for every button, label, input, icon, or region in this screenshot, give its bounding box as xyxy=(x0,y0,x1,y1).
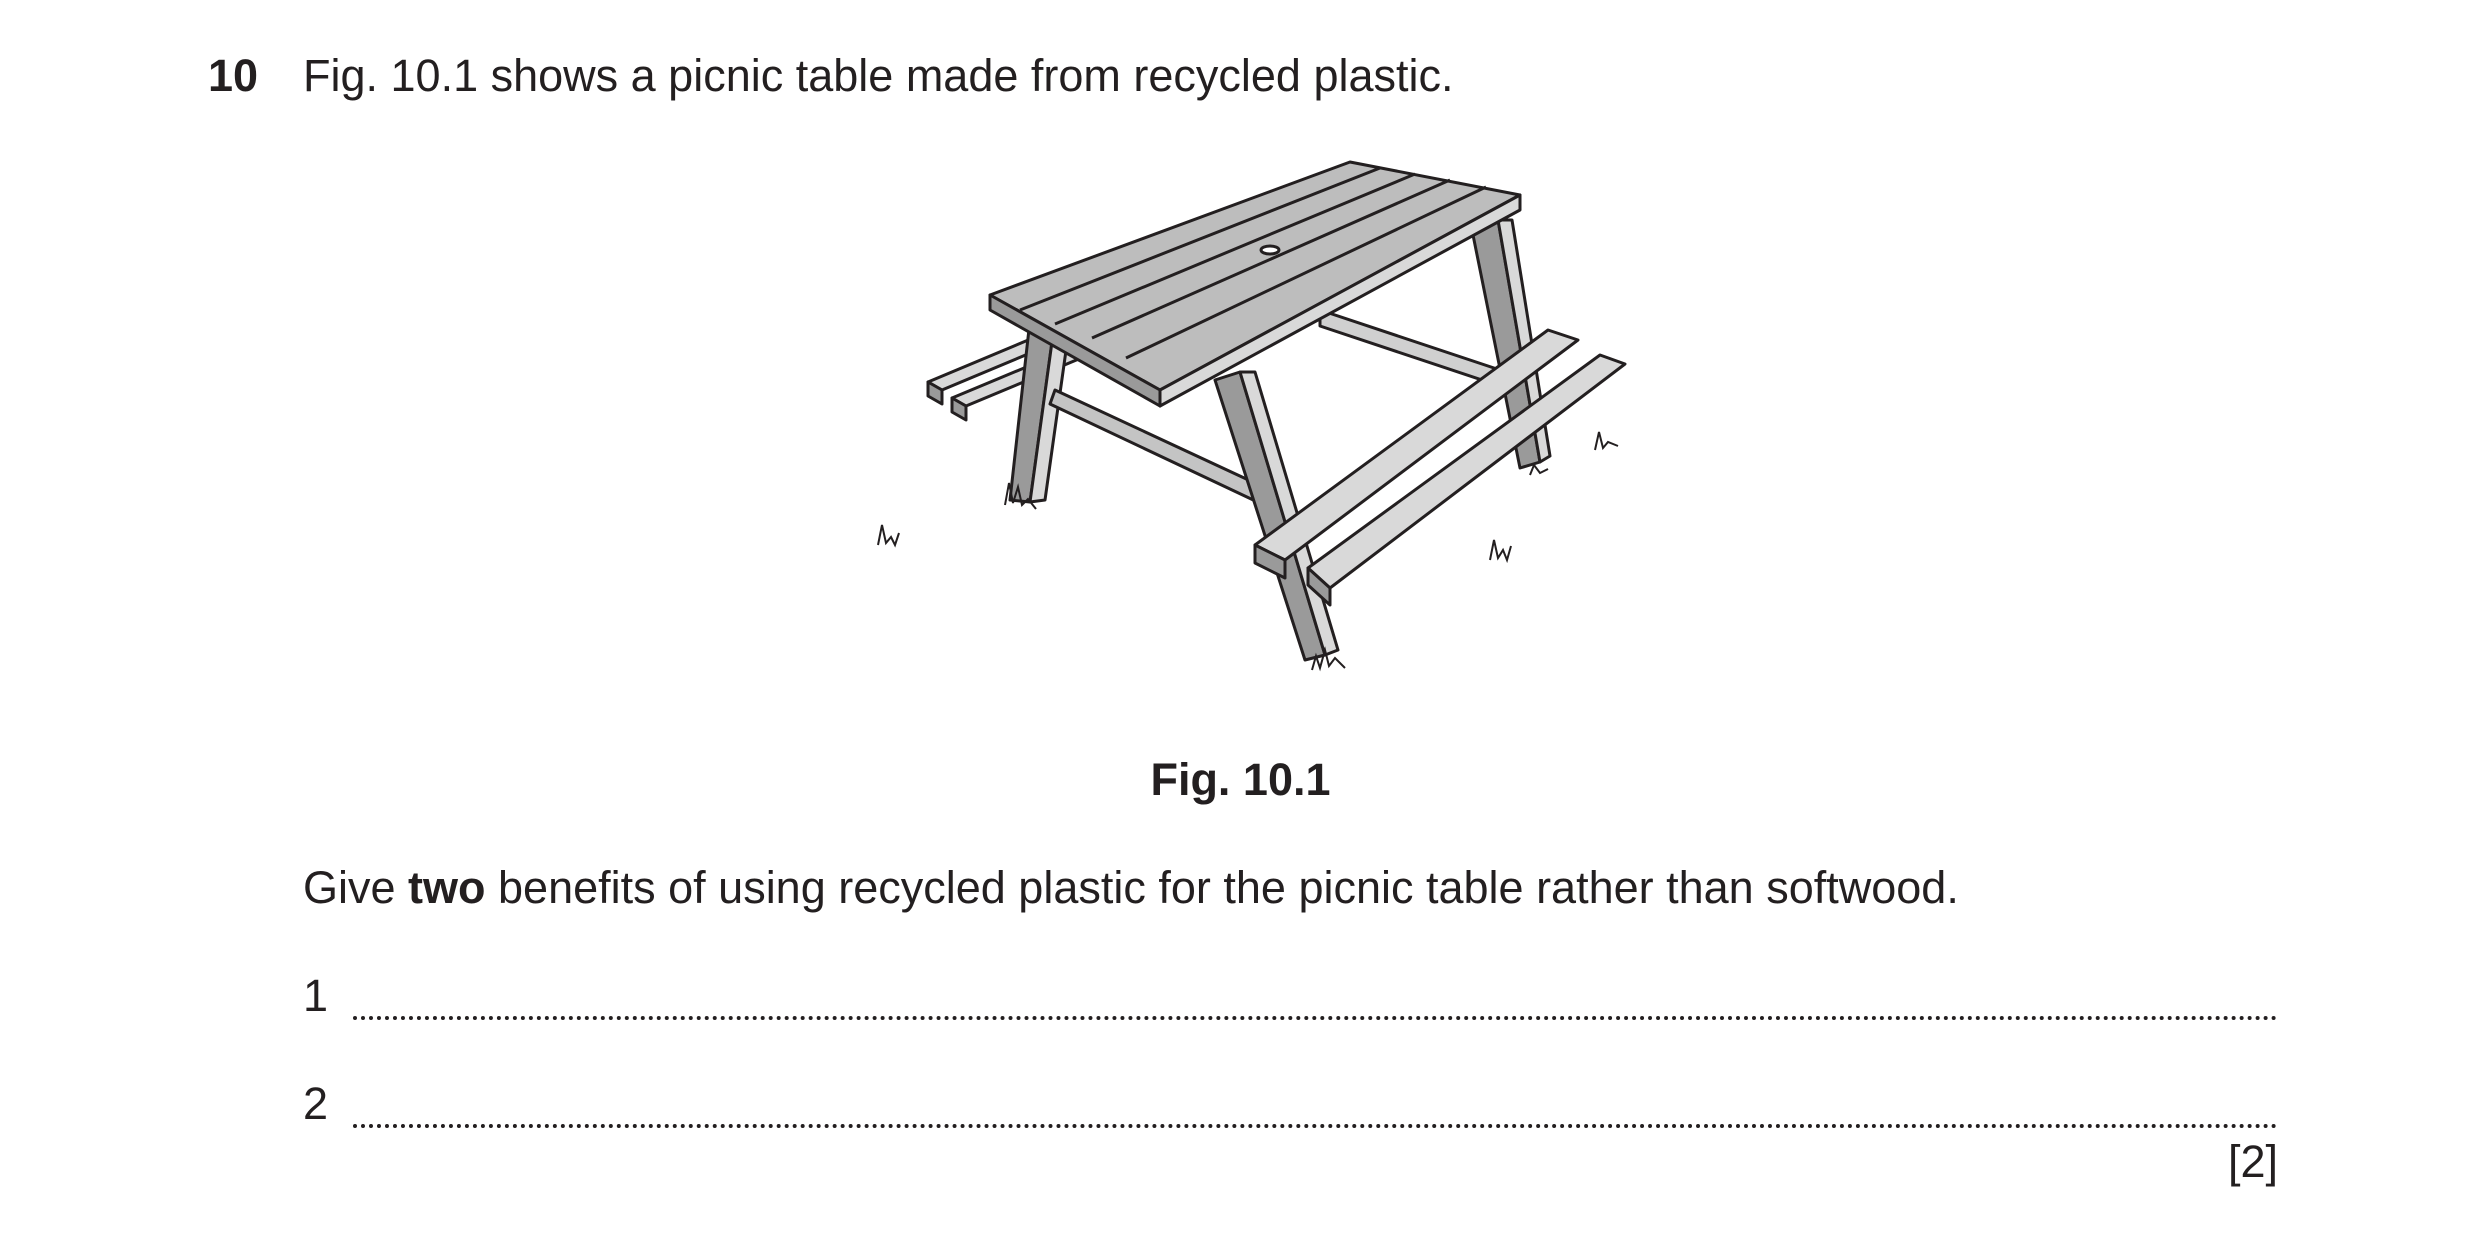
answer-row-2: 2 xyxy=(303,1076,2278,1132)
answer-label-2: 2 xyxy=(303,1078,329,1129)
question-number: 10 xyxy=(208,50,259,101)
prompt-text-end: benefits of using recycled plastic for t… xyxy=(485,862,1959,913)
figure-caption: Fig. 10.1 xyxy=(1150,754,1331,805)
question-intro: Fig. 10.1 shows a picnic table made from… xyxy=(303,50,1454,101)
prompt-emphasis: two xyxy=(408,862,486,913)
marks-allocation: [2] xyxy=(2227,1136,2278,1187)
question-prompt: Give two benefits of using recycled plas… xyxy=(303,860,1959,916)
prompt-text-start: Give xyxy=(303,862,409,913)
picnic-table-figure xyxy=(850,150,1650,695)
answer-label-1: 1 xyxy=(303,970,329,1021)
answer-row-1: 1 xyxy=(303,968,2278,1024)
answer-line-2[interactable] xyxy=(353,1072,2278,1128)
answer-line-1[interactable] xyxy=(353,964,2278,1020)
picnic-table-illustration xyxy=(877,160,1627,672)
